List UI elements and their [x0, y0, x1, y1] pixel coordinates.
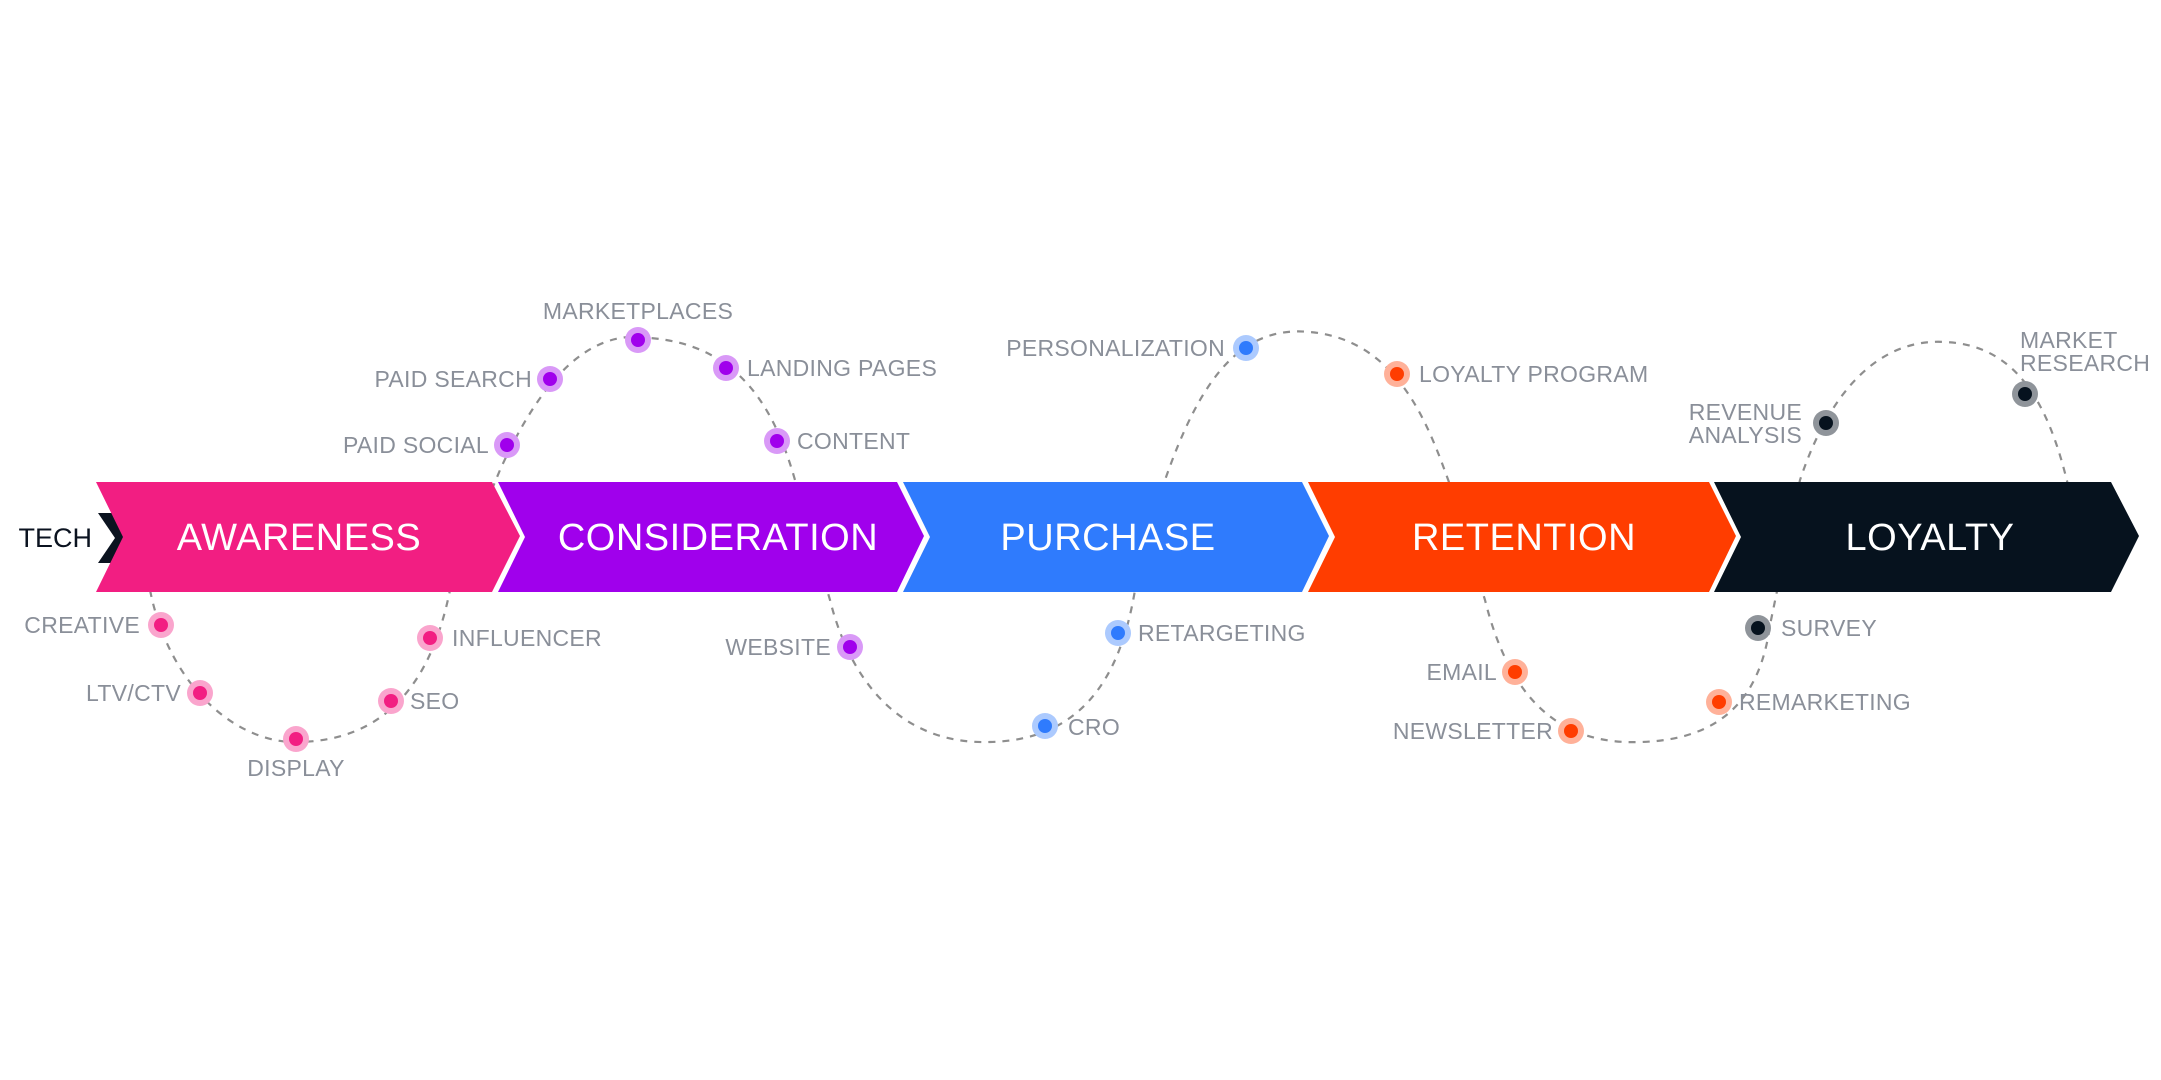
awareness-label: AWARENESS: [177, 517, 422, 559]
touchpoint-dot: [770, 434, 784, 448]
touchpoint-label: REVENUE: [1689, 399, 1802, 425]
touchpoint-dot: [1038, 719, 1052, 733]
stage-retention: RETENTION: [1308, 482, 1736, 592]
touchpoint-seo: SEO: [378, 688, 459, 714]
touchpoint-dot: [2018, 387, 2032, 401]
touchpoint-label: PERSONALIZATION: [1006, 335, 1225, 361]
touchpoint-email: EMAIL: [1426, 659, 1528, 685]
touchpoint-label: RESEARCH: [2020, 350, 2150, 376]
touchpoint-paid-social: PAID SOCIAL: [343, 432, 520, 458]
touchpoint-dot: [1751, 621, 1765, 635]
touchpoint-dot: [1819, 416, 1833, 430]
touchpoint-personalization: PERSONALIZATION: [1006, 335, 1259, 361]
purchase-chevron: [903, 482, 1329, 592]
touchpoint-dot: [423, 631, 437, 645]
touchpoint-dot: [154, 618, 168, 632]
touchpoint-dot: [1712, 695, 1726, 709]
touchpoint-label: MARKET: [2020, 327, 2118, 353]
touchpoint-influencer: INFLUENCER: [417, 625, 602, 651]
touchpoint-dot: [843, 640, 857, 654]
touchpoint-dot: [543, 372, 557, 386]
loyalty-label: LOYALTY: [1846, 517, 2015, 559]
stage-consideration: CONSIDERATION: [498, 482, 924, 592]
consideration-chevron: [498, 482, 924, 592]
tech-label: TECH: [19, 523, 93, 553]
touchpoint-label: SURVEY: [1781, 615, 1877, 641]
touchpoint-dot: [193, 686, 207, 700]
touchpoint-label: INFLUENCER: [452, 625, 602, 651]
touchpoint-label: PAID SEARCH: [374, 366, 532, 392]
touchpoint-ltv-ctv: LTV/CTV: [86, 680, 213, 706]
consideration-label: CONSIDERATION: [558, 517, 878, 559]
touchpoint-label: LTV/CTV: [86, 680, 181, 706]
stage-chevrons: AWARENESS CONSIDERATION PURCHASE RETENTI…: [96, 482, 2139, 592]
touchpoint-landing-pages: LANDING PAGES: [713, 355, 937, 381]
touchpoint-newsletter: NEWSLETTER: [1393, 718, 1584, 744]
touchpoint-dot: [1239, 341, 1253, 355]
touchpoint-label: PAID SOCIAL: [343, 432, 489, 458]
touchpoint-label: LOYALTY PROGRAM: [1419, 361, 1648, 387]
touchpoint-dot: [384, 694, 398, 708]
retention-chevron: [1308, 482, 1736, 592]
touchpoint-label: MARKETPLACES: [543, 298, 733, 324]
stage-purchase: PURCHASE: [903, 482, 1329, 592]
loyalty-chevron: [1714, 482, 2139, 592]
touchpoint-label: EMAIL: [1426, 659, 1497, 685]
touchpoint-markers: CREATIVE LTV/CTV DISPLAY SEO INFLUENCER PAID …: [24, 298, 2150, 781]
touchpoint-cro: CRO: [1032, 713, 1120, 740]
touchpoint-label: CRO: [1068, 714, 1120, 740]
touchpoint-label: CONTENT: [797, 428, 910, 454]
awareness-chevron: [96, 482, 520, 592]
touchpoint-marketplaces: MARKETPLACES: [543, 298, 733, 353]
touchpoint-loyalty-program: LOYALTY PROGRAM: [1384, 361, 1648, 387]
touchpoint-dot: [719, 361, 733, 375]
touchpoint-dot: [631, 333, 645, 347]
touchpoint-remarketing: REMARKETING: [1706, 689, 1911, 715]
touchpoint-dot: [1508, 665, 1522, 679]
touchpoint-survey: SURVEY: [1745, 615, 1877, 641]
touchpoint-label: DISPLAY: [247, 755, 345, 781]
stage-awareness: AWARENESS: [96, 482, 520, 592]
touchpoint-label: REMARKETING: [1739, 689, 1911, 715]
touchpoint-label: RETARGETING: [1138, 620, 1306, 646]
touchpoint-display: DISPLAY: [247, 726, 345, 781]
touchpoint-label: WEBSITE: [725, 634, 831, 660]
purchase-label: PURCHASE: [1000, 517, 1215, 559]
touchpoint-dot: [1111, 626, 1125, 640]
touchpoint-paid-search: PAID SEARCH: [374, 366, 563, 392]
touchpoint-label: SEO: [410, 688, 459, 714]
touchpoint-creative: CREATIVE: [24, 612, 174, 638]
touchpoint-website: WEBSITE: [725, 634, 863, 660]
touchpoint-dot: [500, 438, 514, 452]
touchpoint-label: NEWSLETTER: [1393, 718, 1553, 744]
touchpoint-dot: [289, 732, 303, 746]
touchpoint-content: CONTENT: [764, 428, 910, 454]
touchpoint-label: ANALYSIS: [1689, 422, 1802, 448]
retention-label: RETENTION: [1412, 517, 1636, 559]
touchpoint-dot: [1390, 367, 1404, 381]
touchpoint-retargeting: RETARGETING: [1105, 620, 1306, 646]
touchpoint-dot: [1564, 724, 1578, 738]
touchpoint-label: CREATIVE: [24, 612, 140, 638]
touchpoint-label: LANDING PAGES: [747, 355, 937, 381]
stage-loyalty: LOYALTY: [1714, 482, 2139, 592]
